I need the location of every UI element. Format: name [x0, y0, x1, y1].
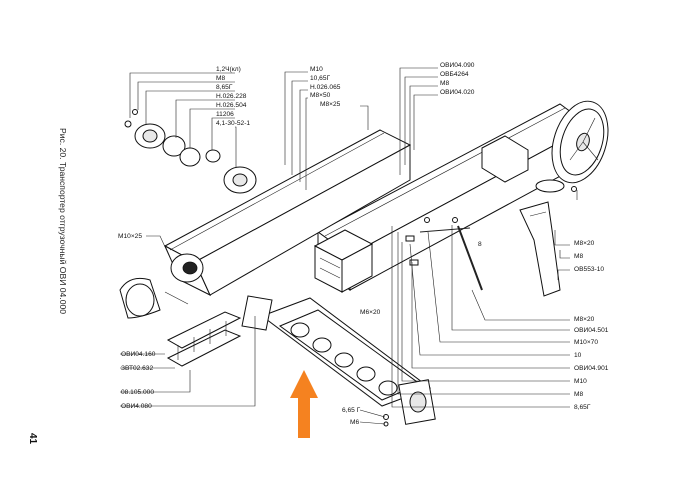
label: М8 — [574, 253, 583, 260]
left-trough — [163, 129, 412, 297]
pulley-wheel — [551, 100, 609, 184]
label: М8×50 — [310, 92, 331, 99]
labels-top-mid: М10 10,65Г Н.026.065 М8×50 М8×25 — [310, 66, 341, 108]
label: Н.026.065 — [310, 84, 341, 91]
labels-right-side: М8×20 М8 ОВ553-10 — [574, 240, 604, 273]
label: М10×70 — [574, 339, 598, 346]
label: ОВИ04.501 — [574, 327, 609, 334]
label: 8,65Г — [216, 84, 233, 91]
label: ОВИ04.901 — [574, 365, 609, 372]
label: 11206 — [216, 111, 234, 118]
highlight-arrow — [290, 370, 318, 438]
label: М10 — [310, 66, 323, 73]
label: Н.026.504 — [216, 102, 247, 109]
discharge-chute — [519, 201, 561, 297]
washer-small — [383, 414, 389, 420]
auger-trough — [241, 295, 436, 425]
label: 10 — [574, 352, 582, 359]
label: М8 — [574, 391, 583, 398]
label: М8 — [216, 75, 225, 82]
labels-top-right: ОВИ04.090 ОВБ4264 М8 ОВИ04.020 — [440, 62, 475, 96]
bearing-flange-group — [124, 109, 257, 194]
label: ОВБ4264 — [440, 71, 469, 78]
label: М6×20 — [360, 309, 381, 316]
label: 6,65 Г — [342, 407, 361, 414]
label: 8,65Г — [574, 404, 591, 411]
page-number: 41 — [27, 433, 38, 445]
label: М8 — [440, 80, 449, 87]
support-bracket — [405, 217, 483, 291]
bolt-small — [571, 186, 577, 192]
label: М8×20 — [574, 240, 595, 247]
arrow-head — [290, 370, 318, 398]
label: М6 — [350, 419, 359, 426]
label: ОВИ4.080 — [121, 403, 152, 410]
hopper-box — [313, 229, 374, 293]
label: ОВ553-10 — [574, 266, 604, 273]
labels-bottom-center: М6×20 6,65 Г М6 — [342, 309, 381, 426]
label: 10,65Г — [310, 75, 331, 82]
label: М8×25 — [320, 101, 341, 108]
labels-right-bottom: М8×20 ОВИ04.501 М10×70 10 ОВИ04.901 М10 … — [574, 316, 609, 411]
drive-chain — [166, 311, 242, 367]
label: ЗВТ02.632 — [121, 365, 153, 372]
end-cap — [119, 277, 189, 319]
wheel-guard — [535, 179, 565, 193]
side-caption: Рис. 20. Транспортер отгрузочный ОВИ 04.… — [58, 128, 68, 314]
label: 1,2Ч(кл) — [216, 66, 241, 73]
callout-label: 8 — [478, 241, 482, 248]
label: 4,1-30-52-1 — [216, 120, 250, 127]
label: 08.105.000 — [121, 389, 154, 396]
label: ОВИ04.090 — [440, 62, 475, 69]
label: М8×20 — [574, 316, 595, 323]
label: Н.026.228 — [216, 93, 247, 100]
label: ОВИ04.160 — [121, 351, 156, 358]
leader-lines — [120, 67, 578, 425]
arrow-shaft — [298, 396, 310, 438]
labels-bottom-left: ОВИ04.160 ЗВТ02.632 08.105.000 ОВИ4.080 — [121, 351, 156, 410]
label: ОВИ04.020 — [440, 89, 475, 96]
label: М10 — [574, 378, 587, 385]
labels-top-left: 1,2Ч(кл) М8 8,65Г Н.026.228 Н.026.504 11… — [216, 66, 250, 127]
label: М10×25 — [118, 233, 142, 240]
